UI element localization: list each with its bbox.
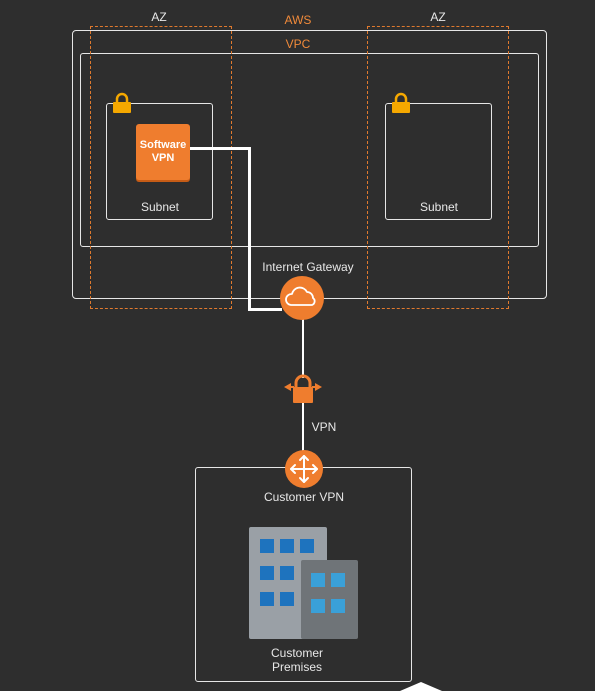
wire-to-gateway: [248, 308, 282, 311]
customer-premises-line2: Premises: [271, 660, 322, 674]
internet-gateway-label: Internet Gateway: [262, 260, 354, 274]
vpn-label: VPN: [311, 420, 337, 434]
availability-zone-right: [367, 26, 509, 309]
software-vpn-node: Software VPN: [136, 124, 190, 180]
software-vpn-line1: Software: [139, 139, 187, 151]
wire-vpn-to-router: [302, 402, 304, 452]
wire-vpn-horizontal: [190, 147, 251, 150]
vpn-gateway-icon: [284, 374, 322, 403]
wire-vpn-vertical: [248, 147, 251, 311]
aws-label: AWS: [284, 13, 312, 27]
subnet-right: [385, 103, 492, 220]
customer-premises-label: Customer Premises: [244, 646, 350, 674]
scroll-indicator-icon: [400, 682, 442, 691]
availability-zone-left: [90, 26, 232, 309]
vpc-label: VPC: [285, 37, 311, 51]
building-icon: [249, 527, 358, 639]
customer-vpn-label: Customer VPN: [263, 490, 345, 504]
vpc-boundary: [80, 53, 539, 247]
subnet-left-label: Subnet: [140, 200, 180, 214]
az-right-label: AZ: [430, 10, 446, 24]
lock-icon: [113, 92, 131, 113]
lock-icon: [392, 92, 410, 113]
wire-gateway-to-vpn: [302, 318, 304, 378]
az-left-label: AZ: [151, 10, 167, 24]
cloud-icon: [280, 276, 324, 320]
subnet-left: [106, 103, 213, 220]
router-icon: [285, 450, 323, 488]
software-vpn-line2: VPN: [151, 152, 175, 164]
customer-premises-line1: Customer: [270, 646, 323, 660]
subnet-right-label: Subnet: [419, 200, 459, 214]
